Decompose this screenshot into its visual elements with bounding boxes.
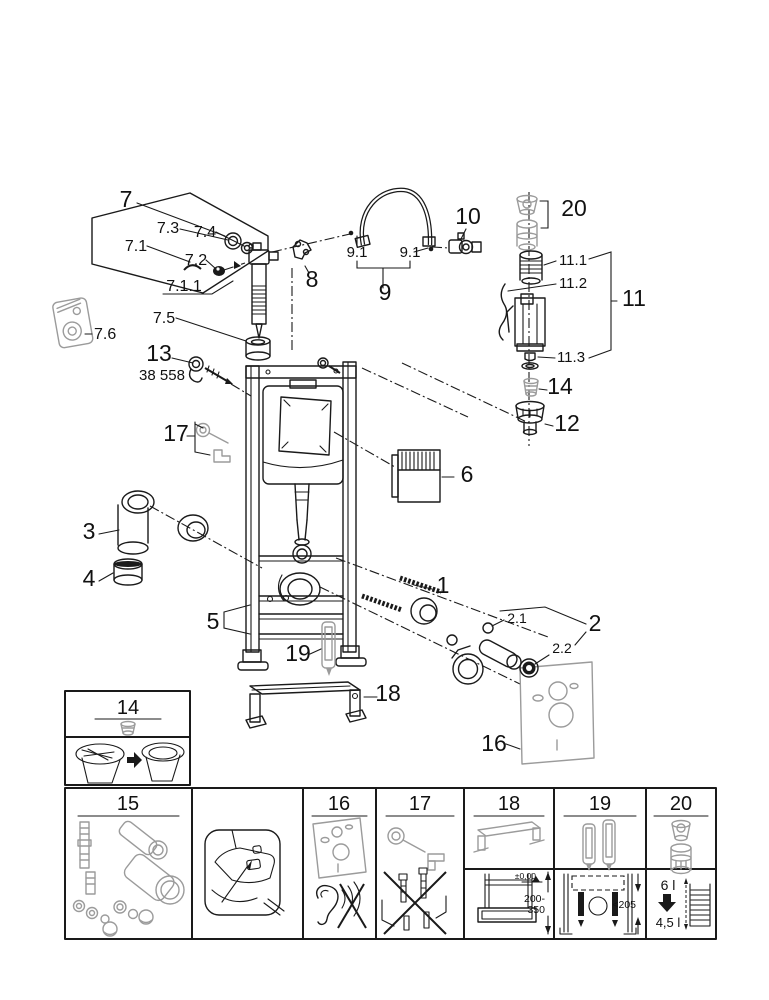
- legend-18-label: 18: [498, 793, 520, 815]
- leader-lines: [84, 200, 618, 750]
- fill-valve-assembly: [183, 232, 279, 361]
- tank-level-icon: [684, 878, 711, 930]
- label-14: 14: [547, 373, 573, 399]
- label-11-1: 11.1: [559, 252, 587, 269]
- label-7: 7: [120, 186, 133, 212]
- label-7-5: 7.5: [153, 310, 175, 327]
- assembly-axis-lines: [149, 192, 549, 685]
- label-7-3: 7.3: [157, 220, 179, 237]
- legend-20-label: 20: [670, 793, 692, 815]
- legend-18-datum: ±0,00: [515, 871, 536, 881]
- label-6: 6: [461, 461, 474, 487]
- legend-20-volume-to: 4,5 l: [656, 915, 681, 930]
- label-5: 5: [207, 608, 220, 634]
- label-3: 3: [83, 518, 96, 544]
- filling-hose: [348, 187, 436, 252]
- label-7-1: 7.1: [125, 238, 147, 255]
- seat-detail-inset: [204, 829, 285, 916]
- label-11: 11: [622, 285, 646, 311]
- inset-box-label: 14: [117, 697, 139, 719]
- legend-19-label: 19: [589, 793, 611, 815]
- arrow-right-icon: [127, 752, 142, 768]
- legend-19-depth: <205: [612, 899, 636, 911]
- crossed-bolts-icon: [381, 867, 447, 935]
- legend-20-volume-from: 6 l: [661, 877, 676, 893]
- label-7-4: 7.4: [194, 224, 216, 241]
- flow-reducer-parts: [516, 194, 538, 251]
- seal-basket: [523, 377, 539, 397]
- insulation-and-noise-icons: [312, 817, 367, 929]
- label-12: 12: [554, 410, 580, 436]
- outlet-fitting: [515, 400, 545, 436]
- flush-valve-assembly: [498, 250, 546, 370]
- wall-mounting-bracket: [245, 681, 367, 729]
- sound-insulation-panel: [519, 661, 595, 765]
- legend-18-range-2: 350: [527, 904, 545, 916]
- cistern-tank: [262, 385, 344, 485]
- part-labels: 7 7.3 7.4 7.1 7.2 7.1.1 7.5 7.6 13 38 55…: [83, 186, 646, 756]
- label-2-1: 2.1: [507, 610, 527, 626]
- label-7-1-1: 7.1.1: [166, 278, 202, 295]
- label-2: 2: [589, 610, 602, 636]
- label-13-code: 38 558: [139, 367, 185, 384]
- brackets-and-depth-diagram: <205: [559, 819, 641, 935]
- protection-box: [391, 449, 441, 503]
- ear-noise-crossed-icon: [316, 881, 367, 929]
- label-17: 17: [163, 420, 189, 446]
- legend-18-range-1: 200-: [524, 893, 546, 905]
- label-9-1b: 9.1: [400, 244, 421, 261]
- label-11-3: 11.3: [557, 349, 585, 366]
- label-7-2: 7.2: [185, 252, 207, 269]
- label-9-1a: 9.1: [347, 244, 368, 261]
- toilet-conversion-icons: [75, 742, 185, 784]
- label-19: 19: [285, 640, 311, 666]
- angle-stop-valve: [448, 232, 482, 255]
- arrow-down-icon: [658, 894, 676, 912]
- threaded-rods-and-sleeves: [361, 575, 539, 685]
- pipe-clip: [292, 239, 312, 260]
- legend-16-label: 16: [328, 793, 350, 815]
- legend-row: 15 16 17 18 19 20: [64, 787, 717, 940]
- installation-frame: [237, 361, 367, 671]
- label-4: 4: [83, 565, 96, 591]
- label-11-2: 11.2: [559, 275, 587, 292]
- hooks-and-crossed-bolts-icons: [381, 827, 447, 935]
- outlet-bend-socket: [279, 572, 321, 606]
- fixing-set-icons: [72, 820, 185, 937]
- label-10: 10: [455, 203, 481, 229]
- legend-17-label: 17: [409, 793, 431, 815]
- label-9: 9: [379, 279, 392, 305]
- label-8: 8: [306, 266, 319, 292]
- seal-basket-icon: [120, 720, 136, 736]
- label-2-2: 2.2: [552, 640, 572, 656]
- label-18: 18: [375, 680, 401, 706]
- hanger-hook-set: [195, 422, 231, 463]
- inset-box-14: 14: [64, 690, 191, 786]
- wall-anchor-screw: [188, 356, 341, 384]
- label-1: 1: [437, 572, 450, 598]
- flow-reducer-and-volume-diagram: 6 l 4,5 l: [656, 819, 711, 930]
- connection-elbow: [113, 490, 209, 586]
- legend-15-label: 15: [117, 793, 139, 815]
- label-7-6: 7.6: [94, 326, 116, 343]
- support-bracket: [321, 621, 336, 676]
- label-20: 20: [561, 195, 587, 221]
- bracket-and-height-diagram: ±0,00 200- 350: [473, 821, 551, 935]
- spare-parts-bag: [52, 297, 94, 349]
- label-16: 16: [481, 730, 507, 756]
- label-13: 13: [146, 340, 172, 366]
